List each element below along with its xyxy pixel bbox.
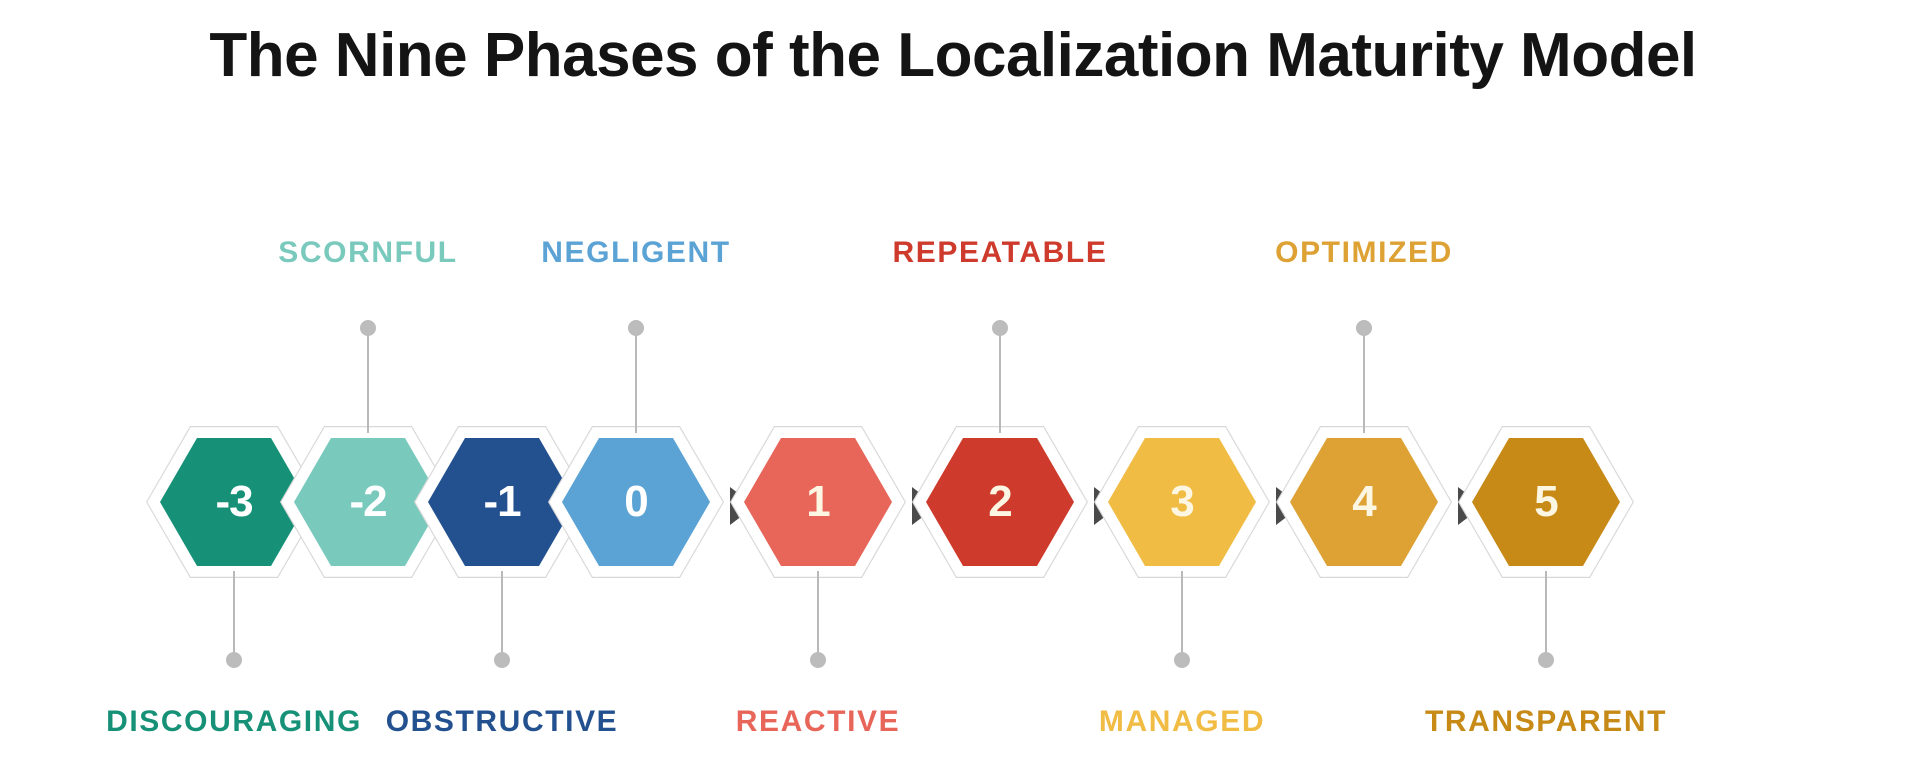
phase-label-repeatable: REPEATABLE [892,236,1108,269]
connector-line [999,328,1001,433]
phase-label-reactive: REACTIVE [735,705,901,738]
connector-line [817,571,819,660]
connector-dot [628,320,644,336]
phase-number: 3 [1170,477,1195,526]
connector-line [1545,571,1547,660]
phase-number: 0 [624,477,649,526]
connector-line [367,328,369,433]
phase-hexagon-negligent[interactable]: 0 [548,426,724,578]
phase-number: 1 [806,477,831,526]
connector-line [501,571,503,660]
connector-dot [226,652,242,668]
phase-number: -2 [349,477,387,526]
phase-number: -1 [483,477,521,526]
phase-hexagon-optimized[interactable]: 4 [1276,426,1452,578]
connector-dot [1538,652,1554,668]
connector-dot [1174,652,1190,668]
connector-line [635,328,637,433]
phase-number: 4 [1352,477,1377,526]
hexagon-fill: 1 [744,438,892,566]
phase-number: 5 [1534,477,1559,526]
phase-label-managed: MANAGED [1098,705,1266,738]
phase-label-optimized: OPTIMIZED [1275,236,1453,269]
phase-number: -3 [215,477,253,526]
connector-dot [810,652,826,668]
phase-hexagon-reactive[interactable]: 1 [730,426,906,578]
connector-line [1181,571,1183,660]
connector-dot [1356,320,1372,336]
connector-line [233,571,235,660]
phase-hexagon-managed[interactable]: 3 [1094,426,1270,578]
connector-dot [494,652,510,668]
page-title: The Nine Phases of the Localization Matu… [209,21,1697,90]
connector-dot [360,320,376,336]
connector-line [1363,328,1365,433]
phase-hexagon-repeatable[interactable]: 2 [912,426,1088,578]
phase-label-obstructive: OBSTRUCTIVE [385,705,619,738]
phase-label-transparent: TRANSPARENT [1424,705,1668,738]
hexagon-fill: 0 [562,438,710,566]
phase-hexagon-transparent[interactable]: 5 [1458,426,1634,578]
phase-label-negligent: NEGLIGENT [541,236,731,269]
connector-dot [992,320,1008,336]
phase-label-discouraging: DISCOURAGING [106,705,362,738]
phase-number: 2 [988,477,1013,526]
phase-label-scornful: SCORNFUL [278,236,458,269]
